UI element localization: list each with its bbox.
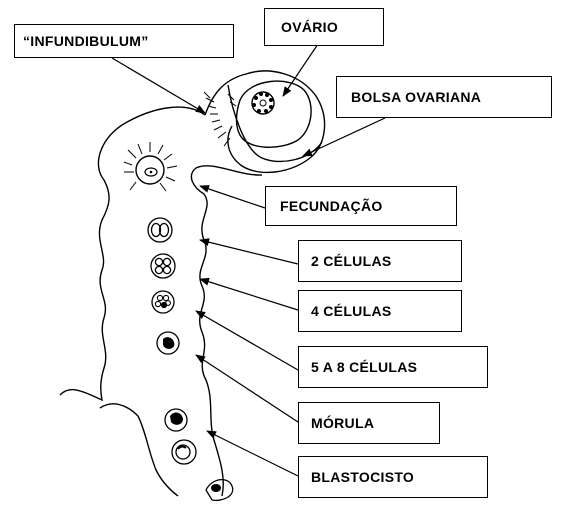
- bottom-blob: [206, 480, 233, 501]
- label-ovario: OVÁRIO: [264, 8, 384, 46]
- label-morula: MÓRULA: [298, 402, 440, 444]
- stage-2-cells: [148, 218, 172, 242]
- stage-4-cells: [151, 254, 175, 278]
- label-bolsa-ovariana: BOLSA OVARIANA: [336, 76, 552, 118]
- label-fecundacao: FECUNDAÇÃO: [265, 186, 457, 226]
- label-4-celulas: 4 CÉLULAS: [298, 290, 462, 332]
- arrow-bolsa-ovariana: [303, 118, 385, 156]
- oviduct-outer-lower: [100, 404, 178, 496]
- arrow-2-celulas: [200, 240, 298, 264]
- arrow-infundibulum: [112, 58, 205, 113]
- follicle: [252, 92, 274, 114]
- stage-morula-cluster: [157, 332, 179, 354]
- arrow-blastocisto: [207, 431, 298, 476]
- label-blastocisto: BLASTOCISTO: [298, 456, 488, 498]
- oviduct-outline: [60, 71, 325, 496]
- arrow-5-8-celulas: [196, 311, 298, 370]
- oviduct-left-wall: [60, 107, 205, 400]
- stage-blastocyst: [172, 440, 196, 464]
- label-5-a-8-celulas: 5 A 8 CÉLULAS: [298, 346, 488, 388]
- fertilization-egg: [124, 142, 177, 191]
- stage-morula: [165, 409, 187, 431]
- oviduct-right-wall: [191, 166, 262, 496]
- label-2-celulas: 2 CÉLULAS: [298, 240, 462, 282]
- ovary-body: [237, 81, 312, 147]
- arrow-ovario: [283, 44, 318, 96]
- label-infundibulum: “INFUNDIBULUM”: [14, 24, 234, 58]
- stage-5-8-cells: [152, 291, 174, 313]
- arrow-fecundacao: [200, 186, 265, 208]
- infundibulum-loop: [205, 71, 325, 172]
- arrow-4-celulas: [200, 279, 298, 310]
